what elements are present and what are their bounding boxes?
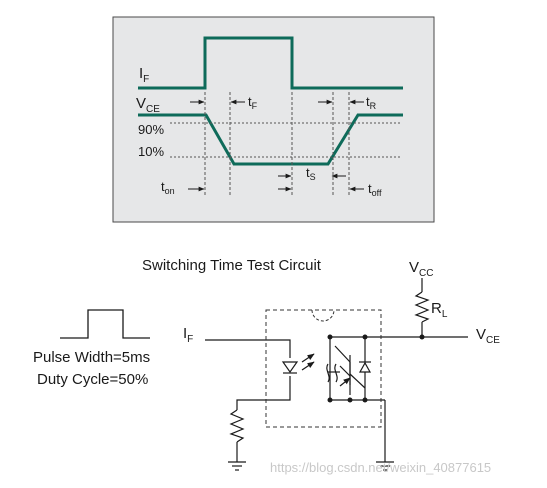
duty-cycle-text: Duty Cycle=50% — [37, 371, 148, 388]
circuit-if-label: IF — [183, 325, 193, 345]
ton-label: ton — [161, 179, 175, 196]
circuit-title: Switching Time Test Circuit — [142, 257, 322, 274]
junction-dots — [327, 334, 425, 403]
ts-label: tS — [306, 165, 316, 182]
tf-label: tF — [248, 94, 258, 111]
protection-diode-symbol — [358, 361, 372, 373]
vcc-label: VCC — [409, 259, 433, 279]
circuit-vce-label: VCE — [476, 326, 500, 346]
pulse-width-text: Pulse Width=5ms — [33, 349, 150, 366]
vce-waveform — [138, 113, 403, 166]
rl-label: RL — [431, 300, 448, 320]
label-10-percent: 10% — [138, 144, 164, 159]
led-symbol — [281, 353, 315, 374]
optocoupler-package-outline — [265, 309, 382, 428]
vce-label: VCE — [136, 95, 160, 115]
circuit-wires — [205, 278, 468, 462]
test-circuit: Switching Time Test Circuit Pulse Width=… — [33, 257, 500, 471]
watermark-text: https://blog.csdn.net/weixin_40877615 — [270, 460, 491, 475]
pulse-symbol — [60, 309, 150, 339]
phototransistor-symbol — [326, 355, 351, 395]
ground-symbol-right — [376, 461, 394, 471]
timing-arrows — [188, 99, 364, 192]
input-resistor — [229, 409, 245, 443]
ground-symbol-left — [228, 461, 246, 471]
load-resistor-rl — [414, 291, 430, 323]
if-waveform — [138, 36, 403, 90]
timing-panel-background — [112, 16, 435, 223]
timing-panel: IF VCE 90% 10% tF tR ton tS toff — [112, 16, 435, 223]
package-notch — [311, 309, 335, 322]
tr-label: tR — [366, 94, 377, 111]
label-90-percent: 90% — [138, 122, 164, 137]
toff-label: toff — [368, 181, 382, 198]
time-markers — [204, 92, 350, 196]
if-label: IF — [139, 65, 149, 85]
